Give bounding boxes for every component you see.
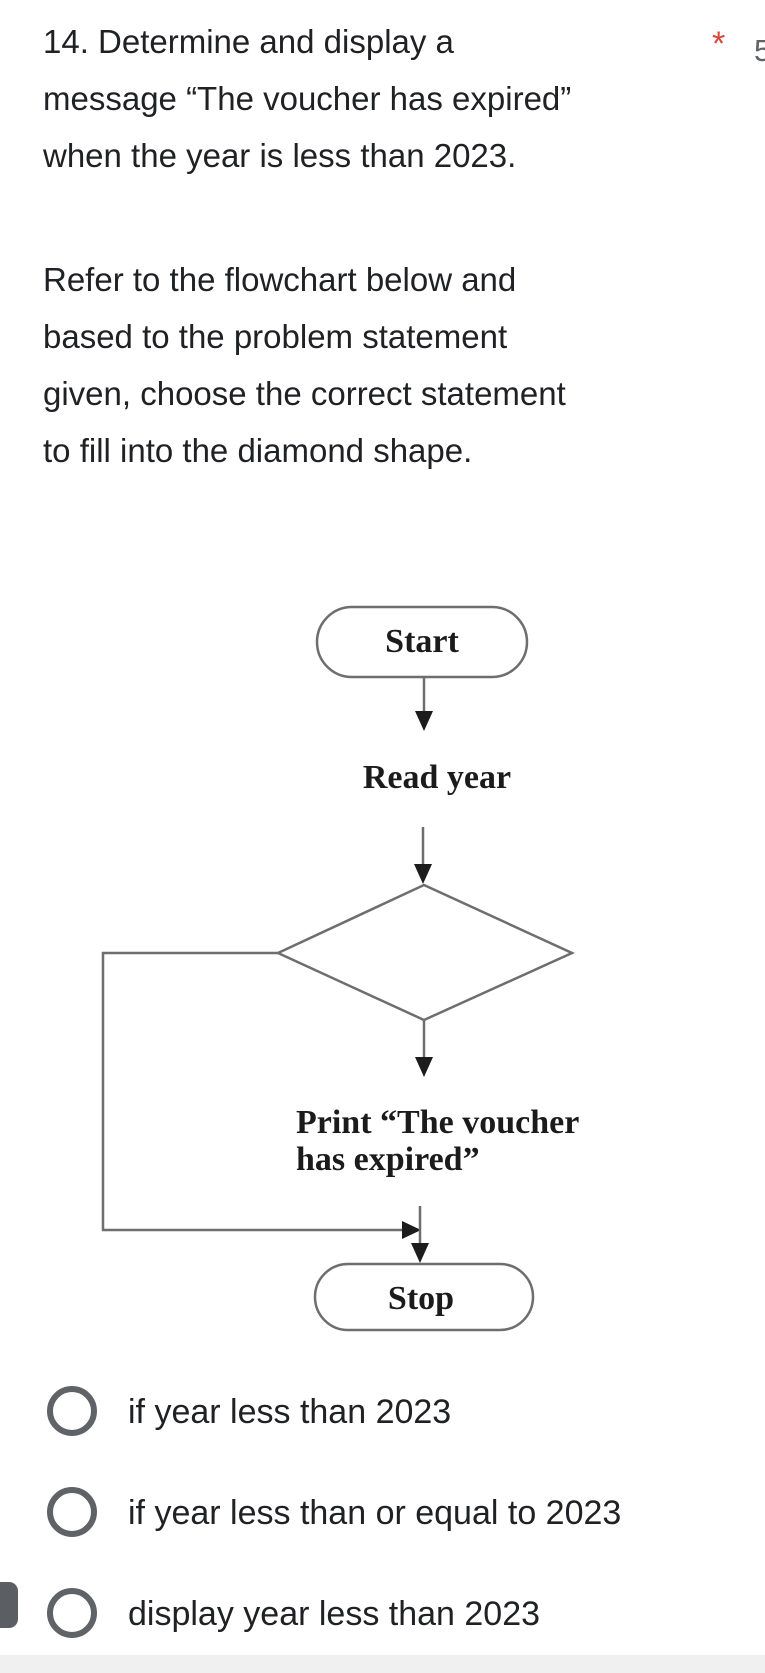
instruction-line: based to the problem statement [43, 318, 508, 355]
flowchart-false-branch [101, 951, 402, 1232]
option-label[interactable]: if year less than 2023 [128, 1393, 452, 1431]
flowchart-decision-diamond [275, 883, 576, 1022]
instruction-line: given, choose the correct statement [43, 375, 566, 412]
option-label[interactable]: display year less than 2023 [128, 1595, 541, 1633]
instruction-text: Refer to the flowchart below and based t… [43, 251, 566, 479]
instruction-line: Refer to the flowchart below and [43, 261, 517, 298]
option-row[interactable]: if year less than or equal to 2023 [0, 1487, 765, 1539]
question-line: 14. Determine and display a [43, 23, 454, 60]
points-text-clipped: 5 [754, 33, 765, 68]
flowchart-print-label-line1: Print “The voucher [296, 1104, 579, 1141]
required-asterisk-icon: * [712, 25, 726, 63]
left-edge-marker [0, 1582, 18, 1628]
flowchart-start-node [315, 605, 529, 679]
arrow-down-icon [415, 1057, 433, 1077]
arrow-down-icon [414, 864, 432, 884]
flowchart-stop-node [313, 1262, 535, 1332]
instruction-line: to fill into the diamond shape. [43, 432, 473, 469]
question-line: message “The voucher has expired” [43, 80, 572, 117]
flowchart-stop-label: Stop [388, 1280, 454, 1317]
arrow-down-icon [415, 711, 433, 731]
flowchart-image: Start Read year Print “The voucher has e… [101, 605, 579, 1332]
flowchart-start-label: Start [385, 623, 459, 660]
question-text: 14. Determine and display a message “The… [43, 13, 571, 184]
arrow-down-icon [411, 1243, 429, 1263]
question-line: when the year is less than 2023. [43, 137, 517, 174]
radio-button[interactable] [47, 1487, 97, 1537]
option-row[interactable]: display year less than 2023 [0, 1588, 765, 1640]
arrow-right-icon [402, 1221, 421, 1239]
next-section-edge [0, 1655, 765, 1673]
radio-button[interactable] [47, 1386, 97, 1436]
option-label[interactable]: if year less than or equal to 2023 [128, 1494, 622, 1532]
radio-button[interactable] [47, 1588, 97, 1638]
flowchart-print-label-line2: has expired” [296, 1141, 480, 1178]
option-row[interactable]: if year less than 2023 [0, 1386, 765, 1438]
flowchart-read-label: Read year [363, 759, 511, 796]
